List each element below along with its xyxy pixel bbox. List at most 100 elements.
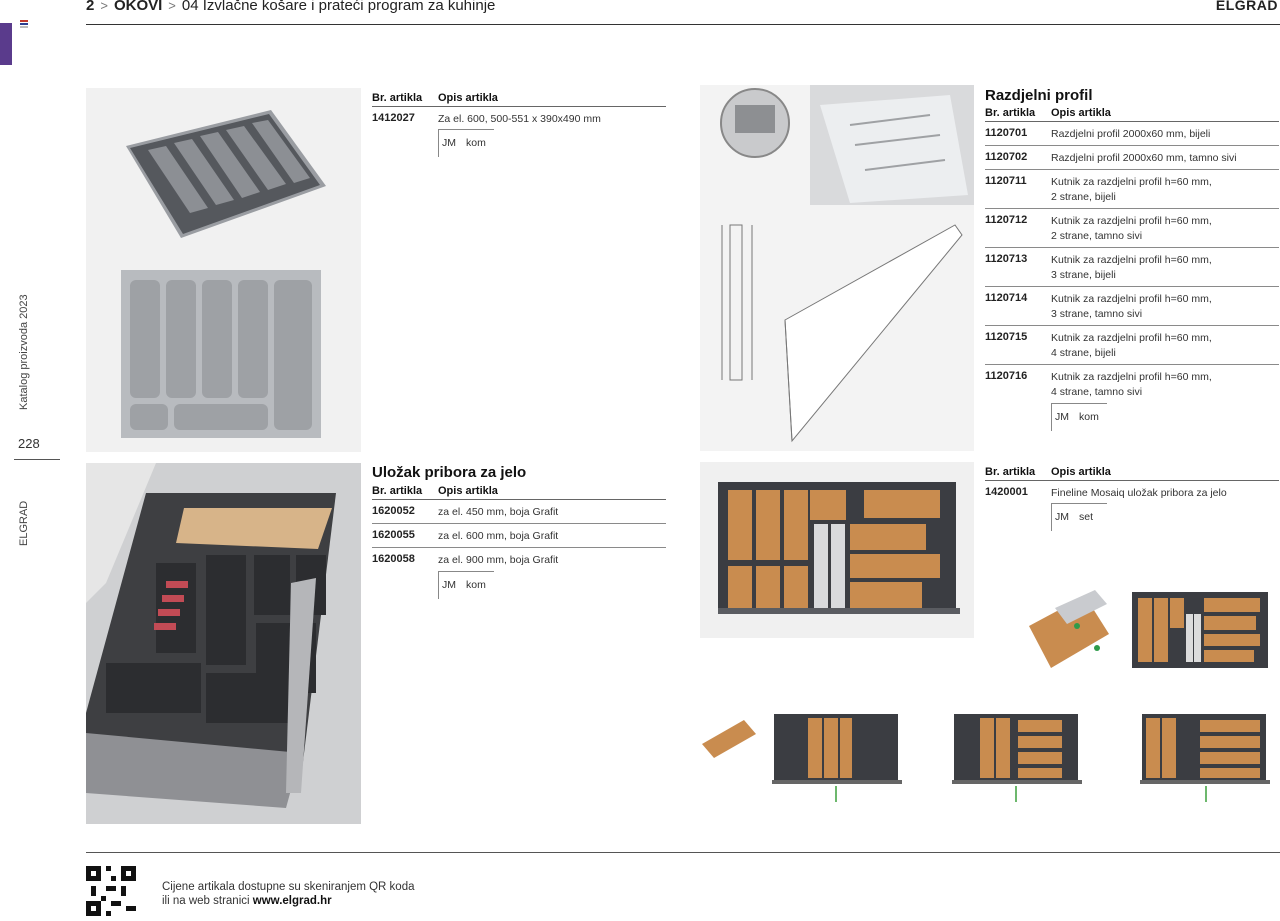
table-header: Br. artikla Opis artikla: [372, 483, 666, 500]
accent-bar: [0, 23, 12, 65]
unit-box: JM set: [985, 503, 1279, 531]
divider-profile-illustration: [720, 85, 974, 443]
article-description: Kutnik za razdjelni profil h=60 mm,3 str…: [1051, 254, 1212, 281]
footer-line-1: Cijene artikala dostupne su skeniranjem …: [162, 881, 415, 893]
section-title: Razdjelni profil: [985, 87, 1093, 104]
article-code: 1120702: [985, 151, 1028, 163]
table-row: 1120715 Kutnik za razdjelni profil h=60 …: [985, 326, 1279, 365]
footer-divider: [86, 852, 1280, 853]
table-header: Br. artikla Opis artikla: [372, 90, 666, 107]
col-header-code: Br. artikla: [985, 107, 1036, 119]
unit-box: JM kom: [985, 403, 1279, 431]
col-header-code: Br. artikla: [372, 485, 423, 497]
unit-label: JM: [1055, 411, 1069, 423]
divider-profile-image: [700, 85, 974, 451]
cutlery-tray-illustration: [121, 110, 326, 438]
table-row: 1120716 Kutnik za razdjelni profil h=60 …: [985, 365, 1279, 403]
col-header-desc: Opis artikla: [438, 485, 498, 497]
article-code: 1120715: [985, 331, 1028, 343]
mosaiq-insert-image: [700, 462, 974, 638]
article-description: Kutnik za razdjelni profil h=60 mm,4 str…: [1051, 332, 1212, 359]
table-row: 1120702 Razdjelni profil 2000x60 mm, tam…: [985, 146, 1279, 170]
article-code: 1120713: [985, 253, 1028, 265]
insert-product-image: [86, 88, 361, 452]
page-number: 228: [18, 436, 40, 451]
article-description: Kutnik za razdjelni profil h=60 mm,2 str…: [1051, 215, 1212, 242]
drawer-small-illustration: [1132, 592, 1268, 668]
divider: [14, 459, 60, 460]
unit-value: kom: [466, 137, 486, 149]
section-title: Uložak pribora za jelo: [372, 464, 527, 481]
article-code: 1620058: [372, 553, 415, 565]
catalog-label: Katalog proizvoda 2023: [18, 294, 30, 410]
breadcrumb-chapter-title[interactable]: Izvlačne košare i prateći program za kuh…: [202, 0, 496, 14]
table-row: 1620055 za el. 600 mm, boja Grafit: [372, 524, 666, 548]
brand-logo: ELGRAD: [1215, 0, 1278, 13]
mosaiq-drawer-illustration: [718, 482, 960, 614]
drawer-illustration: [86, 463, 361, 824]
article-code: 1620052: [372, 505, 415, 517]
unit-value: set: [1079, 511, 1094, 523]
article-code: 1120711: [985, 175, 1027, 187]
unit-box: JM kom: [372, 571, 666, 599]
breadcrumb: 2 > OKOVI >04 Izvlačne košare i prateći pro…: [86, 0, 495, 14]
col-header-desc: Opis artikla: [1051, 107, 1111, 119]
mosaiq-table: Br. artikla Opis artikla 1420001 Finelin…: [985, 464, 1279, 531]
table-row: 1412027 Za el. 600, 500-551 x 390x490 mm: [372, 107, 666, 129]
article-code: 1620055: [372, 529, 415, 541]
article-code: 1120714: [985, 292, 1028, 304]
mosaiq-drawer-small-image: [1130, 588, 1270, 672]
col-header-code: Br. artikla: [372, 92, 423, 104]
footer-text: Cijene artikala dostupne su skeniranjem …: [162, 880, 415, 908]
article-description: Za el. 600, 500-551 x 390x490 mm: [438, 113, 601, 125]
breadcrumb-section[interactable]: 2: [86, 0, 95, 14]
insert-table: Br. artikla Opis artikla 1412027 Za el. …: [372, 90, 666, 157]
table-row: 1120711 Kutnik za razdjelni profil h=60 …: [985, 170, 1279, 209]
qr-code-icon[interactable]: [86, 866, 136, 916]
drawer-configurations-illustration: [702, 714, 1270, 802]
knife-block-illustration: [1029, 590, 1109, 668]
table-row: 1620052 za el. 450 mm, boja Grafit: [372, 500, 666, 524]
article-description: za el. 450 mm, boja Grafit: [438, 506, 559, 518]
chevron-right-icon: >: [100, 0, 108, 13]
article-code: 1412027: [372, 112, 415, 124]
grafit-insert-table: Uložak pribora za jelo Br. artikla Opis …: [372, 464, 666, 599]
article-description: Kutnik za razdjelni profil h=60 mm,4 str…: [1051, 371, 1212, 398]
article-description: Kutnik za razdjelni profil h=60 mm,3 str…: [1051, 293, 1212, 320]
article-description: Kutnik za razdjelni profil h=60 mm,2 str…: [1051, 176, 1212, 203]
table-row: 1120714 Kutnik za razdjelni profil h=60 …: [985, 287, 1279, 326]
unit-value: kom: [466, 579, 486, 591]
article-code: 1420001: [985, 486, 1028, 498]
chevron-right-icon: >: [168, 0, 176, 13]
article-code: 1120712: [985, 214, 1028, 226]
article-description: Razdjelni profil 2000x60 mm, tamno sivi: [1051, 152, 1237, 164]
table-header: Br. artikla Opis artikla: [985, 105, 1279, 122]
article-description: za el. 900 mm, boja Grafit: [438, 554, 559, 566]
article-code: 1120701: [985, 127, 1028, 139]
cutlery-insert-drawer-image: [86, 463, 361, 824]
article-description: za el. 600 mm, boja Grafit: [438, 530, 559, 542]
col-header-code: Br. artikla: [985, 466, 1036, 478]
col-header-desc: Opis artikla: [438, 92, 498, 104]
table-row: 1120701 Razdjelni profil 2000x60 mm, bij…: [985, 122, 1279, 146]
website-link[interactable]: www.elgrad.hr: [252, 895, 332, 907]
footer-line-2: ili na web stranici www.elgrad.hr: [162, 895, 332, 907]
table-row: 1620058 za el. 900 mm, boja Grafit: [372, 548, 666, 571]
article-code: 1120716: [985, 370, 1028, 382]
breadcrumb-chapter[interactable]: 04: [181, 0, 199, 14]
divider-profile-table: Razdjelni profil Br. artikla Opis artikl…: [985, 87, 1279, 431]
article-description: Fineline Mosaiq uložak pribora za jelo: [1051, 487, 1227, 499]
mosaiq-accessory-image: [1025, 586, 1115, 678]
table-row: 1120712 Kutnik za razdjelni profil h=60 …: [985, 209, 1279, 248]
unit-label: JM: [1055, 511, 1069, 523]
table-row: 1420001 Fineline Mosaiq uložak pribora z…: [985, 481, 1279, 503]
table-row: 1120713 Kutnik za razdjelni profil h=60 …: [985, 248, 1279, 287]
unit-value: kom: [1079, 411, 1099, 423]
article-description: Razdjelni profil 2000x60 mm, bijeli: [1051, 128, 1211, 140]
unit-label: JM: [442, 137, 456, 149]
breadcrumb-category[interactable]: OKOVI: [113, 0, 163, 14]
configuration-examples: [700, 712, 1280, 808]
unit-label: JM: [442, 579, 456, 591]
header-divider: [86, 24, 1280, 25]
col-header-desc: Opis artikla: [1051, 466, 1111, 478]
